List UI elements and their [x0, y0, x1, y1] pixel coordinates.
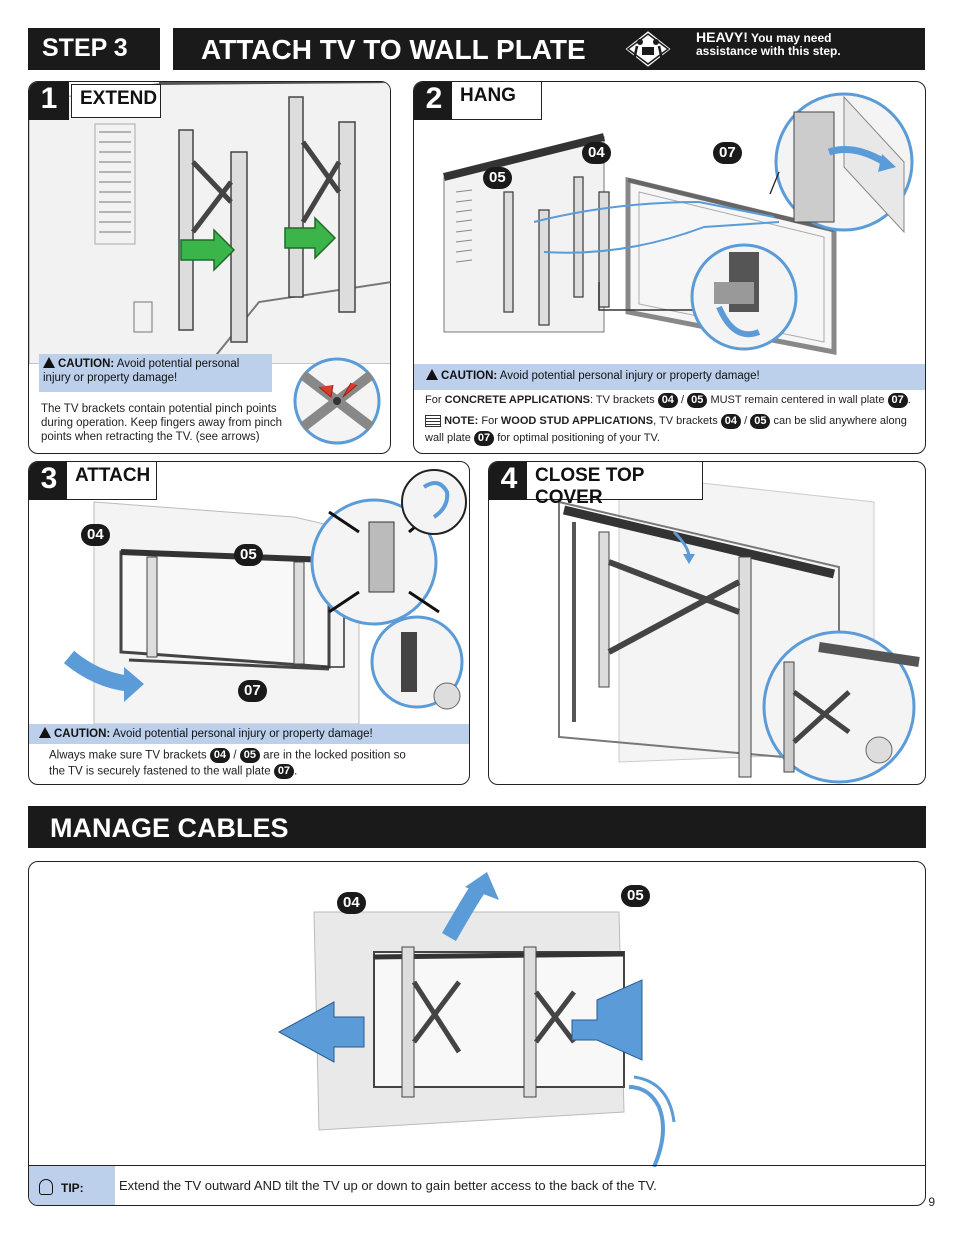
- page-title: ATTACH TV TO WALL PLATE: [173, 28, 925, 70]
- callout-05: 05: [621, 885, 650, 907]
- panel-label: EXTEND: [71, 84, 161, 118]
- panel-attach: 3 ATTACH 04 05 07 CAUTION: Avoid potenti…: [28, 461, 470, 785]
- callout-07: 07: [238, 680, 267, 702]
- callout-04: 04: [582, 142, 611, 164]
- caution-text: Avoid potential personal injury or prope…: [112, 728, 373, 740]
- application-notes: For CONCRETE APPLICATIONS: TV brackets 0…: [425, 390, 925, 449]
- attach-illustration: [29, 462, 469, 724]
- divider: [29, 1165, 925, 1166]
- text: /: [744, 415, 748, 427]
- badge-07: 07: [273, 763, 295, 779]
- badge-05: 05: [239, 748, 260, 763]
- callout-04: 04: [337, 892, 366, 914]
- panel-hang: 2 HANG 05 04 07 CAUTION: Avoid potential…: [413, 81, 926, 454]
- panel-close-cover: 4 CLOSE TOP COVER: [488, 461, 926, 785]
- text: /: [233, 749, 237, 762]
- panel-extend: 1 EXTEND CAUTION: Avoid potential person…: [28, 81, 391, 454]
- body-line: points when retracting the TV. (see arro…: [41, 431, 260, 443]
- concrete-label: CONCRETE APPLICATIONS: [444, 394, 591, 406]
- text: /: [681, 394, 685, 406]
- close-cover-illustration: [489, 462, 925, 784]
- callout-04: 04: [81, 524, 110, 546]
- badge-05: 05: [687, 392, 708, 408]
- text: For: [481, 415, 498, 427]
- pinch-warning: The TV brackets contain potential pinch …: [41, 402, 301, 444]
- panel-label: HANG: [452, 82, 542, 120]
- step-number: 3: [29, 462, 69, 500]
- step-number: 4: [489, 462, 529, 500]
- wood-note: NOTE: For WOOD STUD APPLICATIONS, TV bra…: [425, 411, 925, 432]
- wood-note-cont: wall plate 07 for optimal positioning of…: [425, 428, 925, 449]
- step-label: STEP 3: [28, 28, 160, 70]
- hang-illustration: [414, 82, 925, 364]
- tip-box: TIP:: [29, 1166, 115, 1205]
- cable-illustration: [29, 862, 925, 1167]
- caution-band: CAUTION: Avoid potential personal injury…: [39, 354, 272, 392]
- lightbulb-icon: [39, 1179, 53, 1195]
- badge-04: 04: [209, 748, 231, 763]
- text: : TV brackets: [590, 394, 655, 406]
- text: the TV is securely fastened to the wall …: [49, 765, 271, 778]
- badge-07: 07: [887, 392, 908, 408]
- heavy-lift-icon: [620, 28, 676, 74]
- text: .: [294, 765, 298, 778]
- caution-band: CAUTION: Avoid potential personal injury…: [414, 364, 925, 390]
- text: are in the locked position so: [263, 749, 406, 762]
- caution-text-2: injury or property damage!: [43, 372, 178, 384]
- body-line: during operation. Keep fingers away from…: [41, 417, 283, 429]
- badge-04: 04: [657, 392, 678, 408]
- caution-text: Avoid potential personal: [116, 358, 240, 370]
- text: wall plate: [425, 432, 471, 444]
- panel-manage-cables: 04 05 TIP: Extend the TV outward AND til…: [28, 861, 926, 1206]
- panel-label: CLOSE TOP COVER: [527, 462, 703, 508]
- caution-band: CAUTION: Avoid potential personal injury…: [29, 724, 469, 744]
- text: can be slid anywhere along: [773, 415, 907, 427]
- callout-05: 05: [483, 167, 512, 189]
- warning-icon: [426, 369, 438, 380]
- note-line: Always make sure TV brackets 04 / 05 are…: [49, 748, 469, 764]
- caution-label: CAUTION:: [441, 370, 498, 382]
- badge-07: 07: [473, 430, 495, 446]
- callout-05: 05: [234, 544, 263, 566]
- text: .: [907, 394, 911, 406]
- text: For: [425, 394, 442, 406]
- body-line: The TV brackets contain potential pinch …: [41, 403, 277, 415]
- heavy-line2: assistance with this step.: [696, 44, 841, 58]
- step-number: 1: [29, 82, 69, 120]
- step-number: 2: [414, 82, 454, 120]
- pinch-point-detail: [291, 357, 383, 445]
- wood-label: WOOD STUD APPLICATIONS: [500, 415, 654, 427]
- heavy-warning: HEAVY! You may need assistance with this…: [696, 29, 916, 58]
- note-icon: [425, 415, 441, 428]
- extend-illustration: [29, 82, 390, 364]
- heavy-line1: You may need: [750, 31, 832, 45]
- section-title: MANAGE CABLES: [28, 806, 926, 848]
- text: , TV brackets: [653, 415, 718, 427]
- note-line: the TV is securely fastened to the wall …: [49, 763, 469, 780]
- note-label: NOTE:: [444, 415, 479, 427]
- locked-note: Always make sure TV brackets 04 / 05 are…: [49, 748, 469, 779]
- concrete-note: For CONCRETE APPLICATIONS: TV brackets 0…: [425, 390, 925, 411]
- text: for optimal positioning of your TV.: [497, 432, 660, 444]
- warning-icon: [43, 357, 55, 368]
- callout-07: 07: [713, 142, 742, 164]
- caution-label: CAUTION:: [54, 728, 111, 740]
- text: MUST remain centered in wall plate: [710, 394, 885, 406]
- caution-text: Avoid potential personal injury or prope…: [499, 370, 760, 382]
- tip-label: TIP:: [61, 1181, 84, 1195]
- heavy-strong: HEAVY!: [696, 29, 748, 45]
- tip-text: Extend the TV outward AND tilt the TV up…: [119, 1178, 657, 1193]
- badge-04: 04: [720, 413, 742, 429]
- badge-05: 05: [750, 413, 771, 429]
- text: Always make sure TV brackets: [49, 749, 207, 762]
- panel-label: ATTACH: [67, 462, 157, 500]
- caution-label: CAUTION:: [58, 358, 115, 370]
- warning-icon: [39, 727, 51, 738]
- page-number: 9: [928, 1195, 935, 1209]
